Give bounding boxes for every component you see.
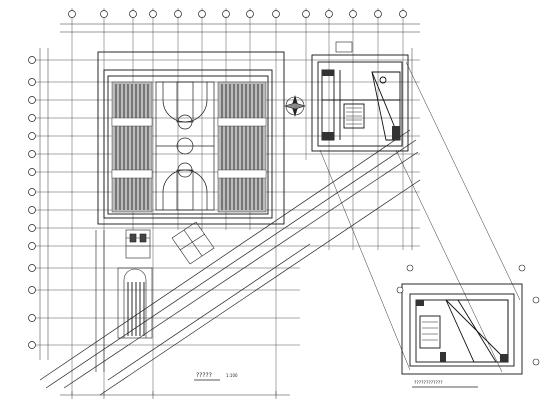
main-plan-scale: 1:100 <box>226 373 238 378</box>
entrance-stair <box>125 229 151 259</box>
top-grid-bubbles <box>68 10 407 18</box>
tower-tag <box>335 41 353 53</box>
dimension-lines <box>39 23 420 360</box>
rotated-pavilion <box>171 221 215 265</box>
right-bleachers <box>217 81 267 213</box>
left-bleachers <box>111 81 153 213</box>
basketball-court <box>155 81 215 211</box>
detail-hatching <box>416 300 508 362</box>
main-plan-caption: ????? <box>196 372 212 379</box>
tower-hatching <box>322 70 400 140</box>
gymnasium-outline <box>97 51 285 225</box>
detail-grid-bubbles <box>396 264 540 366</box>
detail-plan-caption: ???????????? <box>414 380 443 386</box>
detail-callout-lines <box>319 61 521 373</box>
vertical-grid-lines <box>71 8 404 395</box>
left-grid-bubbles <box>28 56 36 349</box>
compass-rose-icon <box>283 94 307 118</box>
bottom-dimension-marks <box>60 391 290 399</box>
diagonal-bridge <box>39 129 421 396</box>
ramp-structure <box>95 230 153 372</box>
